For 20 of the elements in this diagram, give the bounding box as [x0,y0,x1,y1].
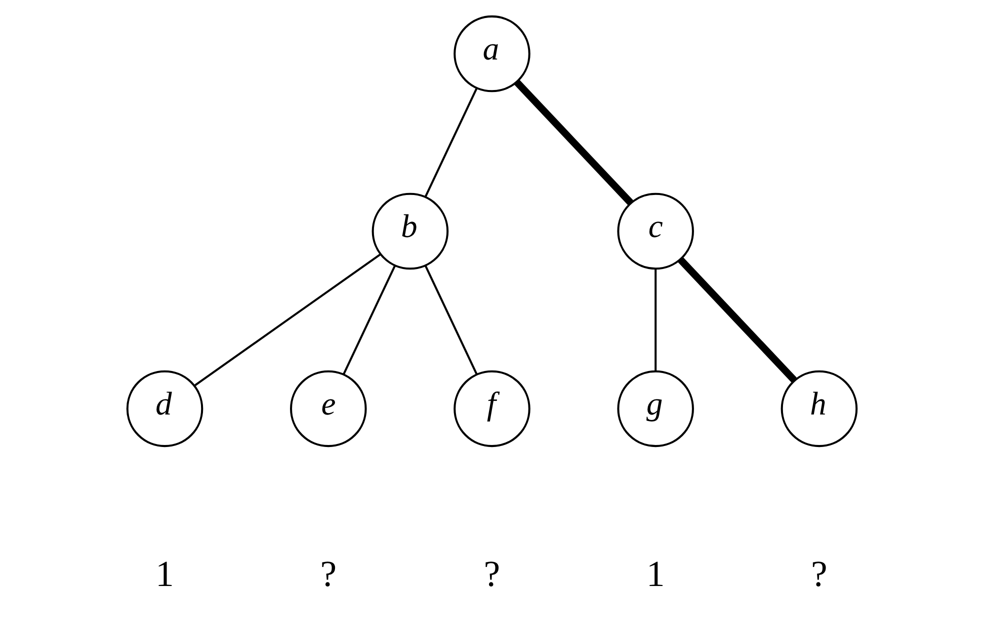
node-label: ? [484,553,500,594]
node-circle: a [454,15,530,92]
node-circle: b [372,192,449,270]
connector [424,88,478,198]
node-label: 1 [646,553,665,594]
node-label: ? [811,553,828,594]
node-circle: c [617,192,694,270]
node-label: ? [320,553,337,594]
connector [514,80,634,206]
node-circle: g [617,370,694,448]
connector [424,265,478,375]
node-label: 1 [156,553,174,594]
node-circle: d [126,370,204,448]
connector [678,257,797,383]
connector [342,265,396,375]
node-circle: e [290,370,367,448]
connector [194,254,381,386]
node-circle: f [454,370,530,448]
node-circle: h [780,370,858,448]
connector [654,269,657,371]
